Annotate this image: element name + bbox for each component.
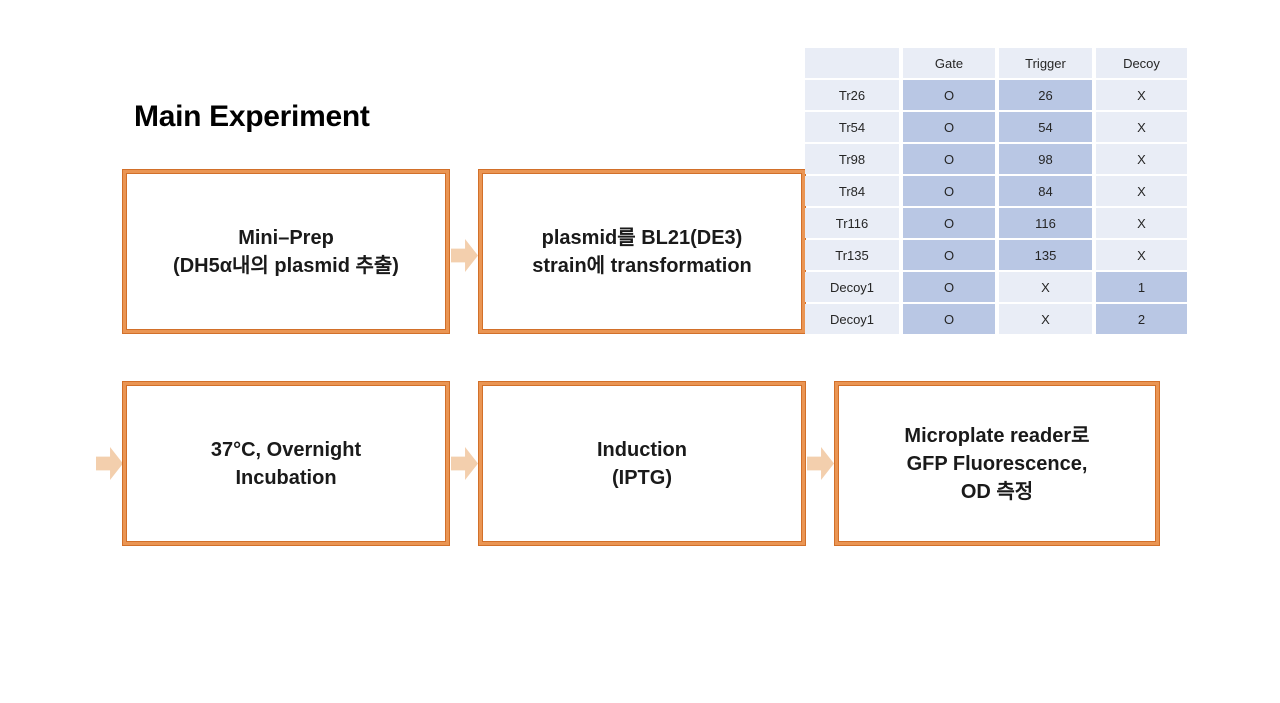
flow-step-line: plasmid를 BL21(DE3) (541, 226, 743, 249)
flow-step-text: Mini–Prep (DH5α내의 plasmid 추출) (173, 224, 399, 280)
gate-cell: O (903, 80, 995, 110)
flow-step-line: GFP Fluorescence, (906, 452, 1088, 475)
flow-step-line: OD 측정 (960, 480, 1034, 503)
flow-step-text: Microplate reader로 GFP Fluorescence, OD … (904, 422, 1089, 506)
gate-cell: O (903, 272, 995, 302)
gate-cell: O (903, 112, 995, 142)
flow-step-transformation: plasmid를 BL21(DE3) strain에 transformatio… (479, 170, 805, 333)
gate-cell: O (903, 176, 995, 206)
conditions-table: Gate Trigger Decoy Tr26 O 26 X Tr54 O 54… (805, 48, 1187, 334)
flow-step-text: Induction (IPTG) (597, 436, 687, 492)
header-cell-trigger: Trigger (999, 48, 1092, 78)
gate-cell: O (903, 240, 995, 270)
header-cell-empty (805, 48, 899, 78)
trigger-cell: 54 (999, 112, 1092, 142)
decoy-cell: X (1096, 240, 1187, 270)
flow-step-incubation: 37°C, Overnight Incubation (123, 382, 449, 545)
decoy-cell: X (1096, 208, 1187, 238)
decoy-cell: X (1096, 176, 1187, 206)
block-arrow-right-icon (451, 239, 478, 272)
block-arrow-right-icon (807, 447, 834, 480)
block-arrow-right-icon (451, 447, 478, 480)
flow-step-line: Incubation (235, 466, 337, 489)
trigger-cell: X (999, 272, 1092, 302)
row-label-cell: Tr98 (805, 144, 899, 174)
decoy-cell: 2 (1096, 304, 1187, 334)
decoy-cell: X (1096, 112, 1187, 142)
trigger-cell: 84 (999, 176, 1092, 206)
gate-cell: O (903, 208, 995, 238)
flow-step-mini-prep: Mini–Prep (DH5α내의 plasmid 추출) (123, 170, 449, 333)
row-label-cell: Decoy1 (805, 304, 899, 334)
flow-step-line: Induction (597, 438, 687, 461)
flow-step-line: (DH5α내의 plasmid 추출) (173, 254, 399, 277)
flow-step-measurement: Microplate reader로 GFP Fluorescence, OD … (835, 382, 1159, 545)
decoy-cell: 1 (1096, 272, 1187, 302)
decoy-cell: X (1096, 80, 1187, 110)
row-label-cell: Decoy1 (805, 272, 899, 302)
trigger-cell: 98 (999, 144, 1092, 174)
row-label-cell: Tr26 (805, 80, 899, 110)
flow-step-line: 37°C, Overnight (210, 438, 362, 461)
trigger-cell: X (999, 304, 1092, 334)
row-label-cell: Tr84 (805, 176, 899, 206)
row-label-cell: Tr54 (805, 112, 899, 142)
decoy-cell: X (1096, 144, 1187, 174)
flow-step-line: (IPTG) (611, 466, 672, 489)
flow-step-line: Mini–Prep (238, 226, 334, 249)
flow-step-line: strain에 transformation (532, 254, 752, 277)
flow-step-text: 37°C, Overnight Incubation (211, 436, 361, 492)
trigger-cell: 116 (999, 208, 1092, 238)
header-cell-gate: Gate (903, 48, 995, 78)
gate-cell: O (903, 144, 995, 174)
flow-step-text: plasmid를 BL21(DE3) strain에 transformatio… (532, 224, 752, 280)
flow-step-line: Microplate reader로 (904, 424, 1090, 447)
row-label-cell: Tr135 (805, 240, 899, 270)
block-arrow-right-icon (96, 447, 123, 480)
page-title: Main Experiment (134, 100, 370, 133)
header-cell-decoy: Decoy (1096, 48, 1187, 78)
trigger-cell: 135 (999, 240, 1092, 270)
trigger-cell: 26 (999, 80, 1092, 110)
row-label-cell: Tr116 (805, 208, 899, 238)
gate-cell: O (903, 304, 995, 334)
flow-step-induction: Induction (IPTG) (479, 382, 805, 545)
